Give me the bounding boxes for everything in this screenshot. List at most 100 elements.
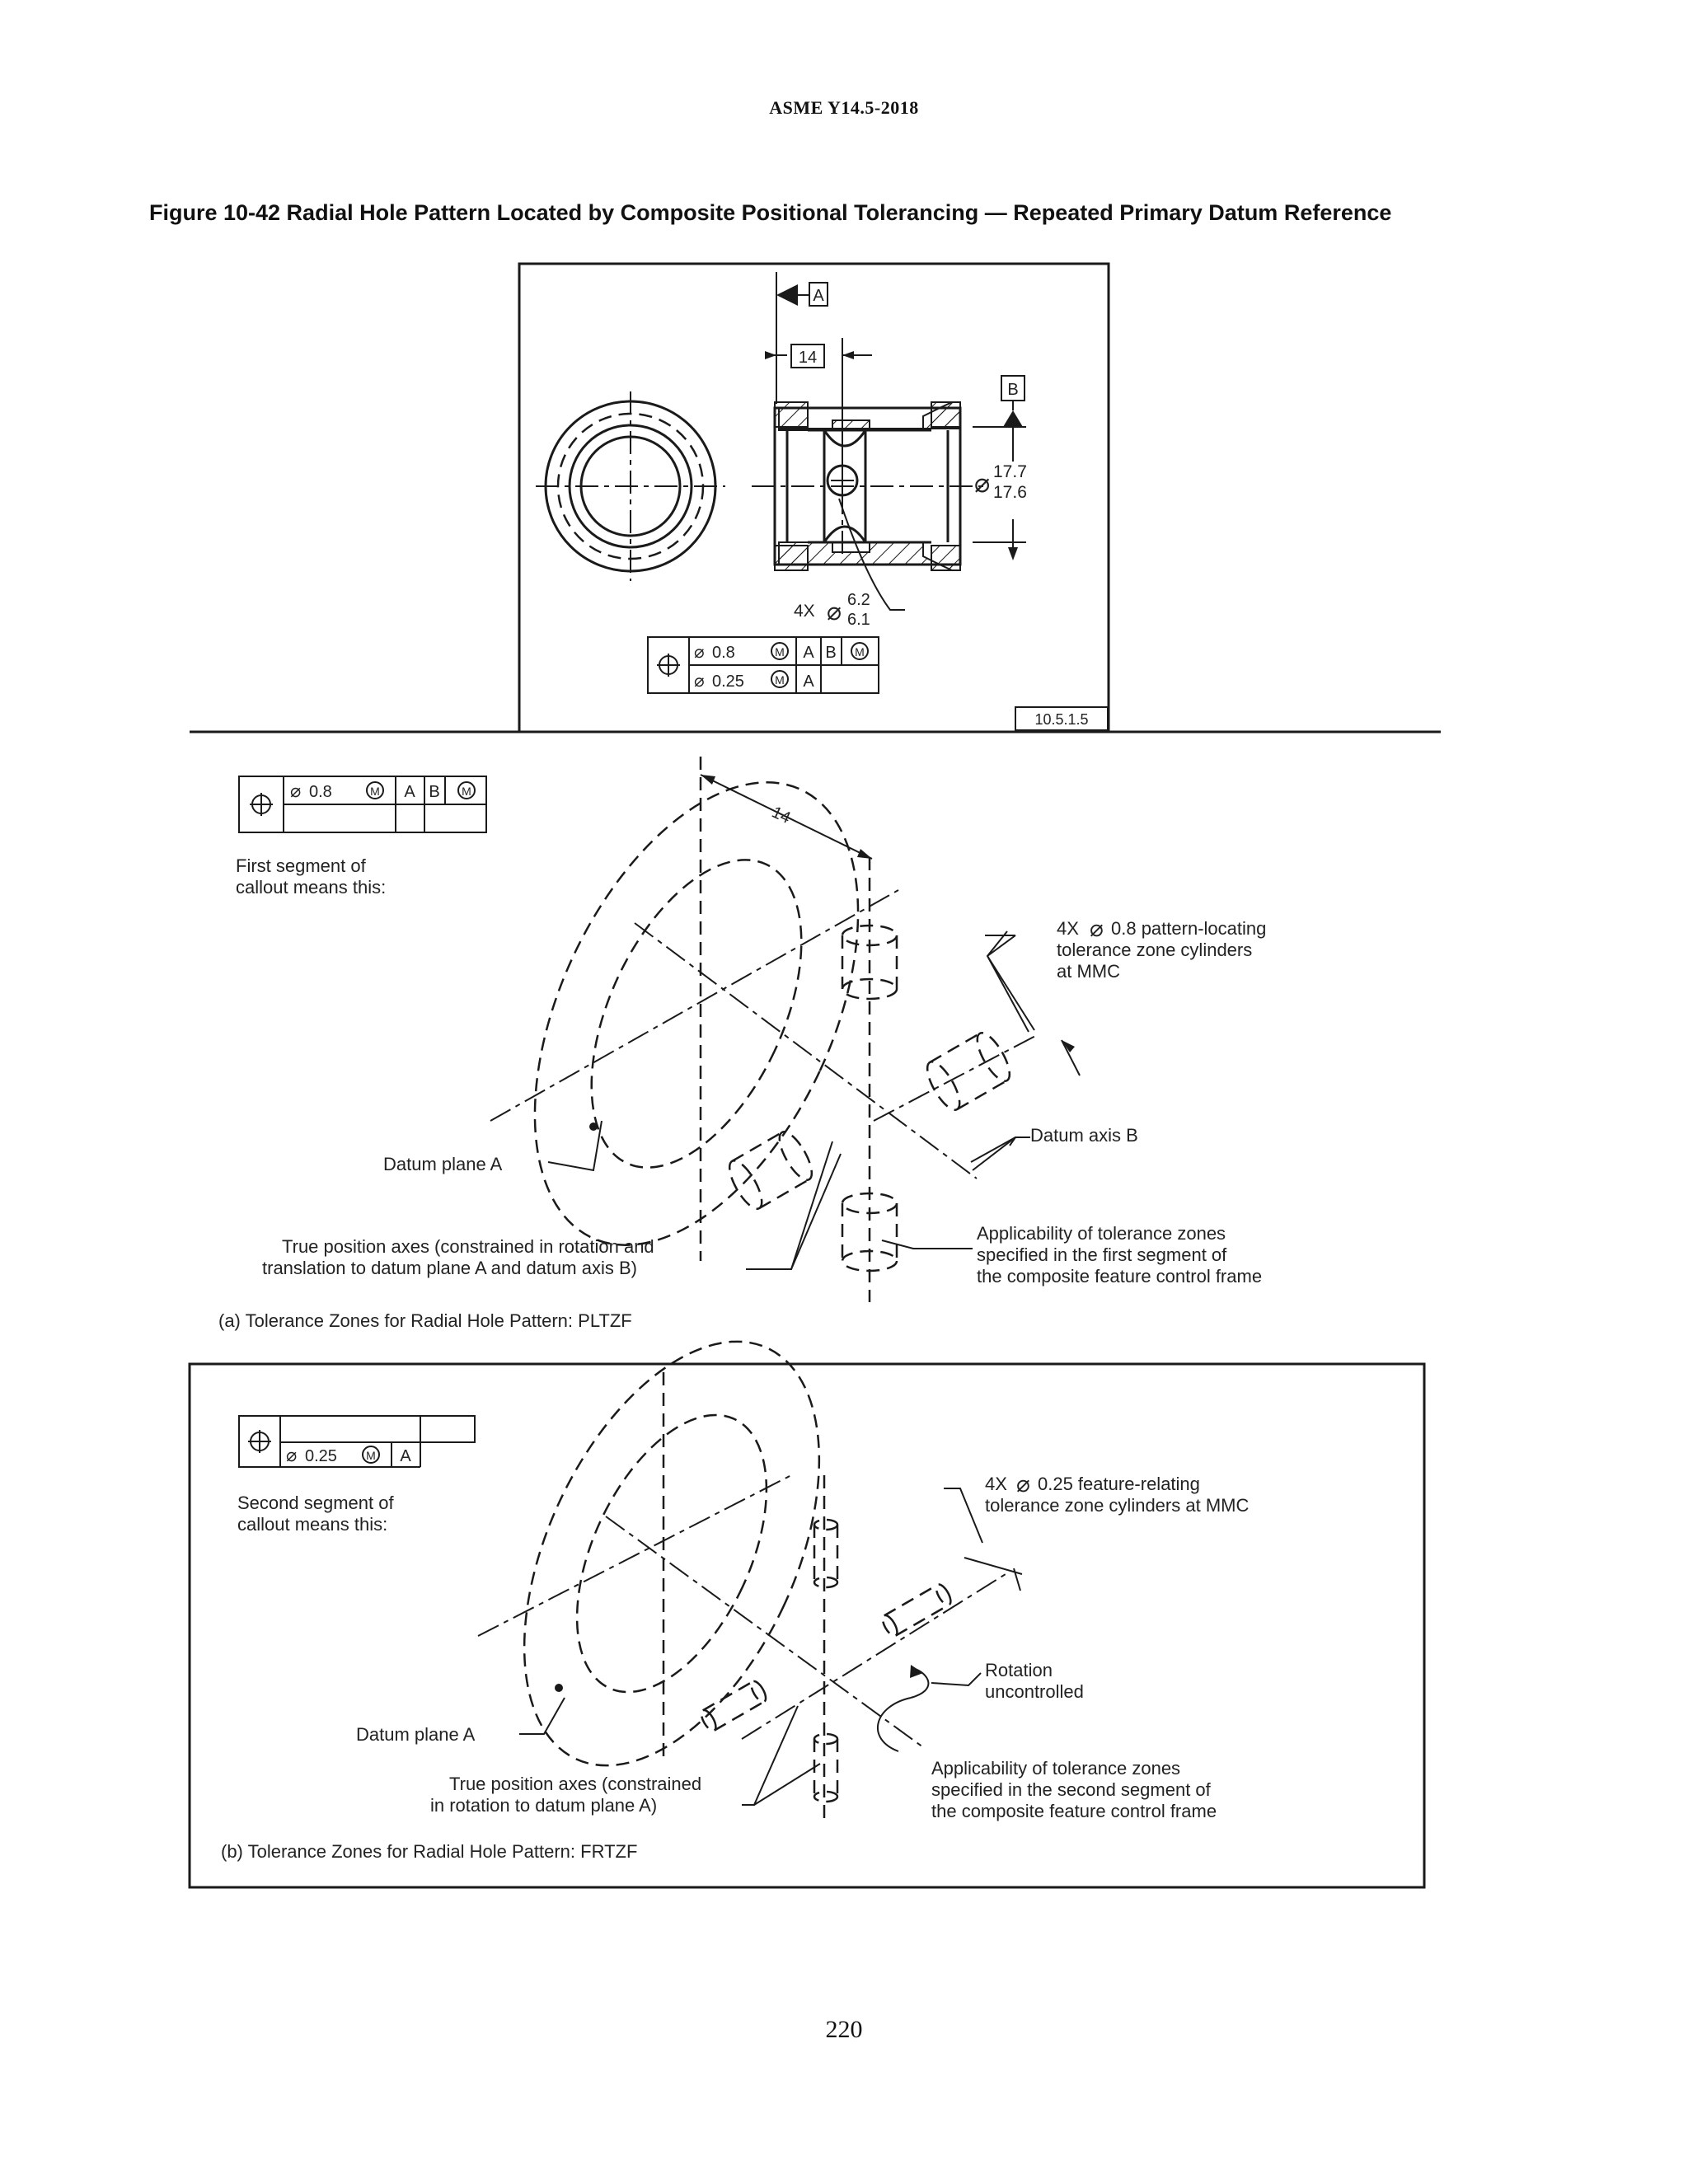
svg-text:⌀: ⌀: [290, 780, 301, 801]
fcf-tol: 0.8: [309, 783, 332, 801]
mmc-icon: [771, 642, 789, 660]
svg-text:at MMC: at MMC: [1057, 961, 1120, 982]
panel-b-fcf: ⌀ 0.25 M A: [238, 1415, 476, 1468]
applicability-line3: the composite feature control frame: [931, 1801, 1217, 1821]
svg-text:4X: 4X: [1057, 918, 1079, 939]
segment-note-line1: Second segment of: [237, 1493, 394, 1513]
figure-title: Figure 10-42 Radial Hole Pattern Located…: [149, 200, 1392, 225]
true-position-line1: True position axes (constrained in rotat…: [282, 1236, 654, 1257]
svg-text:0.8 pattern-locating: 0.8 pattern-locating: [1111, 918, 1266, 939]
datum-a-feature: A: [776, 272, 828, 404]
svg-text:M: M: [370, 785, 380, 798]
rotation-label-line1: Rotation: [985, 1660, 1053, 1680]
applicability-line1: Applicability of tolerance zones: [931, 1758, 1180, 1779]
segment-note-line2: callout means this:: [237, 1514, 387, 1535]
hole-count: 4X: [794, 602, 815, 621]
svg-text:⌀: ⌀: [1090, 916, 1104, 941]
segment-note-line2: callout means this:: [236, 877, 386, 898]
svg-text:4X: 4X: [985, 1474, 1007, 1494]
svg-text:tolerance zone cylinders at: tolerance zone cylinders at MMC: [985, 1495, 1249, 1516]
rotation-arrow: [876, 1697, 912, 1752]
svg-text:M: M: [855, 645, 865, 658]
panel-a-caption: (a) Tolerance Zones for Radial Hole Patt…: [218, 1310, 632, 1331]
true-position-line1: True position axes (constrained: [449, 1774, 701, 1794]
dia-upper: 17.7: [993, 462, 1027, 481]
panel-b: ⌀ 0.25 M A Second segment of callout mea…: [188, 1340, 1426, 1889]
zone-label: 4X ⌀ 0.8 pattern-locating tolerance zone…: [1057, 916, 1266, 982]
svg-text:tolerance zone cylinders: tolerance zone cylinders: [1057, 940, 1252, 960]
tolerance-cylinders: [700, 1518, 952, 1803]
dimension-14: 14: [765, 338, 872, 462]
fcf-dia-2: ⌀: [694, 672, 705, 691]
mmc-icon: [366, 781, 384, 799]
dim-14-label: 14: [799, 349, 817, 367]
tolerance-cylinders: [728, 924, 1011, 1272]
datum-plane-a-outer: [533, 781, 860, 1246]
bore-diameter: ⌀ 17.7 17.6: [974, 462, 1027, 502]
dim-14-label: 14: [769, 804, 793, 827]
fcf-ref-a: A: [404, 783, 415, 801]
ref-code-box: [1015, 706, 1109, 731]
svg-text:M: M: [366, 1449, 376, 1462]
fcf-tol-2: 0.25: [712, 673, 744, 691]
hole-lower: 6.1: [847, 611, 870, 629]
running-header: ASME Y14.5-2018: [769, 97, 919, 118]
fcf-ref-b-1: B: [825, 644, 836, 662]
hole-callout: 4X ⌀ 6.2 6.1: [794, 498, 905, 629]
datum-axis-b-label: Datum axis B: [1030, 1125, 1138, 1146]
datum-plane-a-label: Datum plane A: [383, 1154, 503, 1174]
applicability-line3: the composite feature control frame: [977, 1266, 1262, 1286]
fcf-ref-a: A: [400, 1447, 411, 1465]
true-position-line2: translation to datum plane A and datum a…: [262, 1258, 637, 1278]
applicability-line1: Applicability of tolerance zones: [977, 1223, 1226, 1244]
svg-text:⌀: ⌀: [286, 1445, 297, 1465]
diameter-symbol: ⌀: [974, 468, 990, 498]
axis-line: [605, 1516, 924, 1748]
segment-note-line1: First segment of: [236, 855, 367, 876]
rotation-label-line2: uncontrolled: [985, 1681, 1084, 1702]
hole-dia-symbol: ⌀: [827, 598, 842, 626]
svg-text:M: M: [775, 645, 785, 658]
panel-b-caption: (b) Tolerance Zones for Radial Hole Patt…: [221, 1841, 637, 1862]
dia-lower: 17.6: [993, 483, 1027, 502]
page-number: 220: [825, 2016, 863, 2043]
true-position-line2: in rotation to datum plane A): [430, 1795, 657, 1816]
axis-line: [741, 1573, 1006, 1740]
datum-b-feature: B: [973, 375, 1026, 560]
fcf-ref-a-2: A: [803, 673, 814, 691]
datum-b-label: B: [1007, 381, 1018, 399]
svg-text:⌀: ⌀: [1016, 1471, 1030, 1497]
axis-line: [490, 889, 899, 1122]
datum-plane-a-inner: [575, 1413, 768, 1694]
mmc-icon: [851, 642, 869, 660]
datum-a-label: A: [813, 287, 824, 305]
svg-text:M: M: [775, 673, 785, 687]
applicability-line2: specified in the second segment of: [931, 1779, 1212, 1800]
applicability-line2: specified in the first segment of: [977, 1244, 1227, 1265]
hole-upper: 6.2: [847, 591, 870, 609]
panel-a: ⌀ 0.8 M A B M First segment of callout m…: [218, 757, 1266, 1331]
svg-text:0.25 feature-relating: 0.25 feature-relating: [1038, 1474, 1200, 1494]
mmc-icon: [362, 1446, 380, 1464]
end-view: [536, 391, 725, 581]
section-view: [752, 401, 985, 571]
fcf-tol: 0.25: [305, 1447, 337, 1465]
axis-b-line: [873, 1033, 1039, 1122]
datum-plane-a-inner: [590, 859, 803, 1169]
part-drawing: A 14 B ⌀ 17.7 17.6: [190, 262, 1441, 733]
zone-label: 4X ⌀ 0.25 feature-relating tolerance zon…: [985, 1471, 1249, 1516]
mmc-icon: [771, 670, 789, 688]
panel-a-fcf: ⌀ 0.8 M A B M: [238, 776, 487, 833]
fcf-ref-a-1: A: [803, 644, 814, 662]
ref-code: 10.5.1.5: [1034, 711, 1088, 728]
panel-b-border: [188, 1362, 1426, 1889]
axis-line: [634, 922, 978, 1179]
fcf-dia-1: ⌀: [694, 643, 705, 662]
datum-plane-a-label: Datum plane A: [356, 1724, 476, 1745]
composite-fcf: ⌀ 0.8 M A B M ⌀ 0.25 M A: [647, 636, 879, 694]
svg-text:M: M: [462, 785, 471, 798]
axis-line: [477, 1474, 792, 1637]
mmc-icon: [457, 781, 476, 799]
fcf-ref-b: B: [429, 783, 439, 801]
